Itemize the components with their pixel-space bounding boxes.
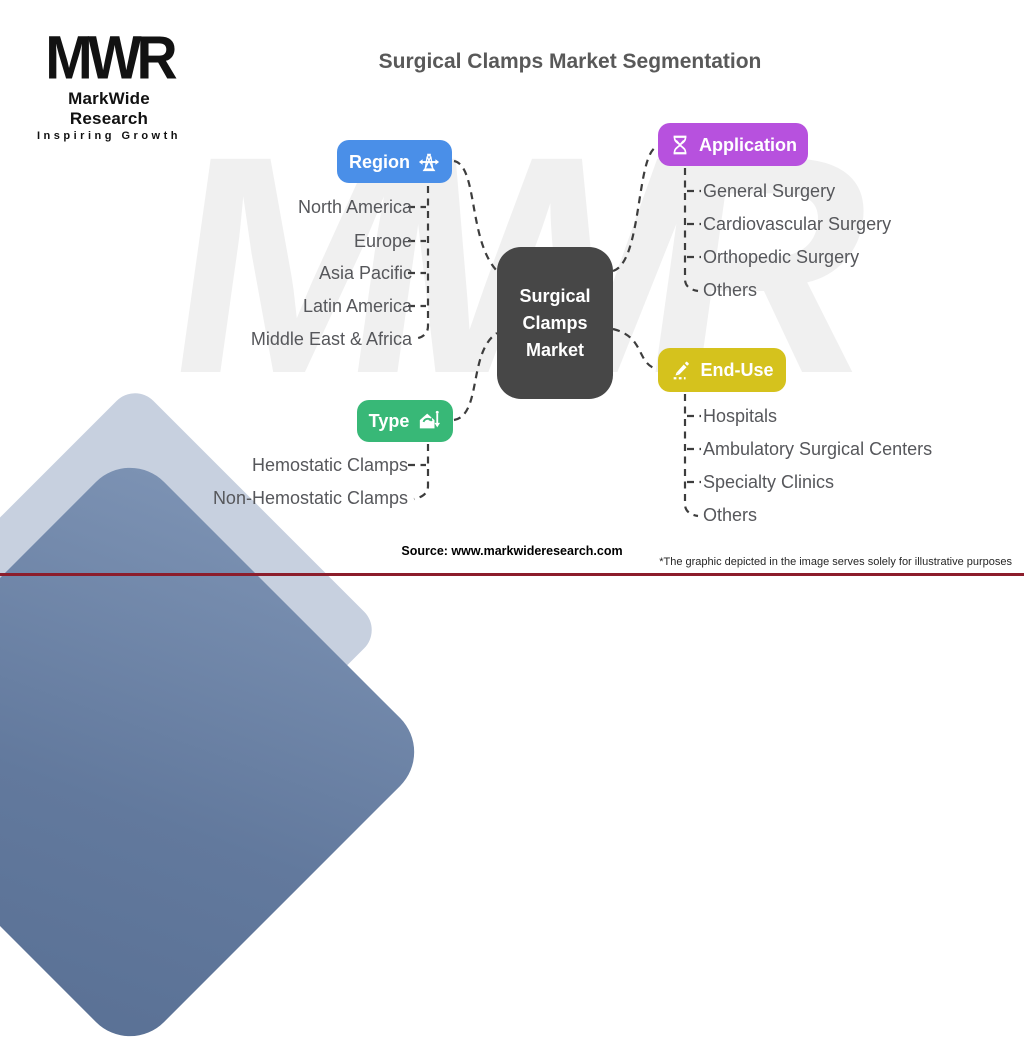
list-item: Hemostatic Clamps <box>251 455 408 475</box>
list-item: Latin America <box>302 296 412 316</box>
end-use-node-label: End-Use <box>700 360 774 380</box>
logo-acronym: MWR <box>45 23 177 93</box>
central-node-surgical-clamps-market: Surgical Clamps Market <box>497 247 613 399</box>
disclaimer-text: *The graphic depicted in the image serve… <box>659 556 1012 568</box>
jack-lift-icon <box>418 153 440 171</box>
region-node-label: Region <box>349 151 410 172</box>
application-item-list: General Surgery Cardiovascular Surgery O… <box>703 0 1003 576</box>
list-item: Cardiovascular Surgery <box>703 214 892 234</box>
markwide-logo: MWR MarkWide Research Inspiring Growth <box>28 23 190 142</box>
logo-tagline: Inspiring Growth <box>37 130 181 142</box>
region-item-list: North America Europe Asia Pacific Latin … <box>140 0 412 576</box>
branch-node-type: Type <box>357 400 453 442</box>
source-text: Source: www.markwideresearch.com <box>401 544 623 558</box>
end-use-item-list: Hospitals Ambulatory Surgical Centers Sp… <box>703 0 1003 576</box>
marker-pen-icon <box>674 361 690 380</box>
house-sync-icon <box>420 410 441 429</box>
branch-node-end-use: End-Use <box>658 348 786 392</box>
bottom-accent-line <box>0 573 1024 576</box>
application-node-label: Application <box>699 134 797 155</box>
list-item: General Surgery <box>703 181 836 201</box>
connector-lines <box>408 146 701 518</box>
list-item: Others <box>703 505 758 525</box>
logo-name: MarkWide Research <box>68 89 150 128</box>
list-item: Orthopedic Surgery <box>703 247 860 267</box>
list-item: Hospitals <box>703 406 778 426</box>
central-node-label: Surgical Clamps Market <box>519 285 591 360</box>
list-item: Europe <box>353 231 412 251</box>
list-item: Non-Hemostatic Clamps <box>212 488 408 508</box>
page-title: Surgical Clamps Market Segmentation <box>378 50 762 73</box>
hourglass-weave-icon <box>673 135 687 154</box>
list-item: Others <box>703 280 758 300</box>
list-item: Ambulatory Surgical Centers <box>703 439 933 459</box>
branch-node-region: Region <box>337 140 452 183</box>
list-item: Asia Pacific <box>318 263 412 283</box>
type-node-label: Type <box>368 411 410 431</box>
list-item: Middle East & Africa <box>250 329 412 349</box>
list-item: Specialty Clinics <box>703 472 835 492</box>
list-item: North America <box>297 197 412 217</box>
branch-node-application: Application <box>658 123 808 166</box>
type-item-list: Hemostatic Clamps Non-Hemostatic Clamps <box>130 0 408 576</box>
